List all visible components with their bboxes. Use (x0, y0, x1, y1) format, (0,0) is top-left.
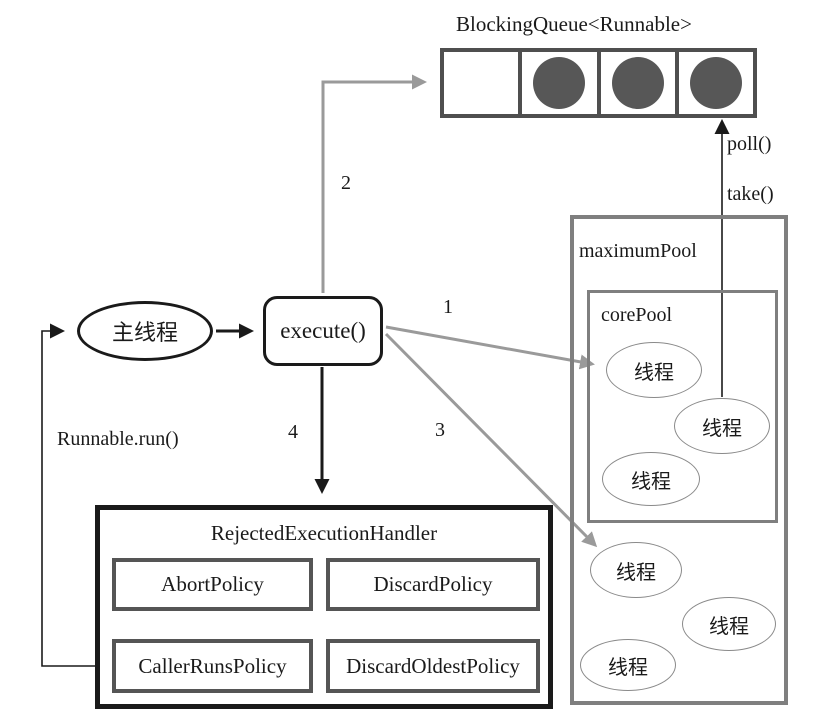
task-circle (689, 57, 742, 109)
thread-ellipse-core-3: 线程 (602, 452, 700, 506)
label-step-1: 1 (443, 296, 453, 318)
task-circle (533, 57, 586, 109)
thread-ellipse-max-2: 线程 (682, 597, 776, 651)
blocking-queue (440, 48, 757, 118)
thread-ellipse-core-2: 线程 (674, 398, 770, 454)
label-poll: poll() (727, 133, 772, 155)
label-runnable-run: Runnable.run() (57, 428, 179, 450)
main-thread-ellipse: 主线程 (77, 301, 213, 361)
thread-ellipse-max-1: 线程 (590, 542, 682, 598)
policy-discard-oldest: DiscardOldestPolicy (326, 639, 540, 693)
queue-cell (601, 52, 679, 114)
core-pool-label: corePool (601, 304, 673, 326)
label-step-4: 4 (288, 421, 298, 443)
maximum-pool-label: maximumPool (579, 240, 697, 262)
arrow-step1-corepool (385, 325, 595, 370)
maximum-pool-box (570, 215, 788, 705)
thread-ellipse-core-1: 线程 (606, 342, 702, 398)
queue-cell (679, 52, 753, 114)
queue-cell (522, 52, 601, 114)
policy-abort: AbortPolicy (112, 558, 313, 611)
label-step-3: 3 (435, 419, 445, 441)
policy-caller-runs: CallerRunsPolicy (112, 639, 313, 693)
policy-discard: DiscardPolicy (326, 558, 540, 611)
queue-title: BlockingQueue<Runnable> (456, 12, 692, 36)
label-step-2: 2 (341, 172, 351, 194)
execute-node: execute() (263, 296, 383, 366)
label-take: take() (727, 183, 774, 205)
core-pool-box (587, 290, 778, 523)
queue-cell-empty (444, 52, 523, 114)
task-circle (611, 57, 664, 109)
thread-ellipse-max-3: 线程 (580, 639, 676, 691)
arrow-step2-enqueue (321, 74, 427, 293)
handler-title: RejectedExecutionHandler (210, 521, 438, 545)
rejected-execution-handler-box: RejectedExecutionHandler AbortPolicy Dis… (95, 505, 553, 709)
